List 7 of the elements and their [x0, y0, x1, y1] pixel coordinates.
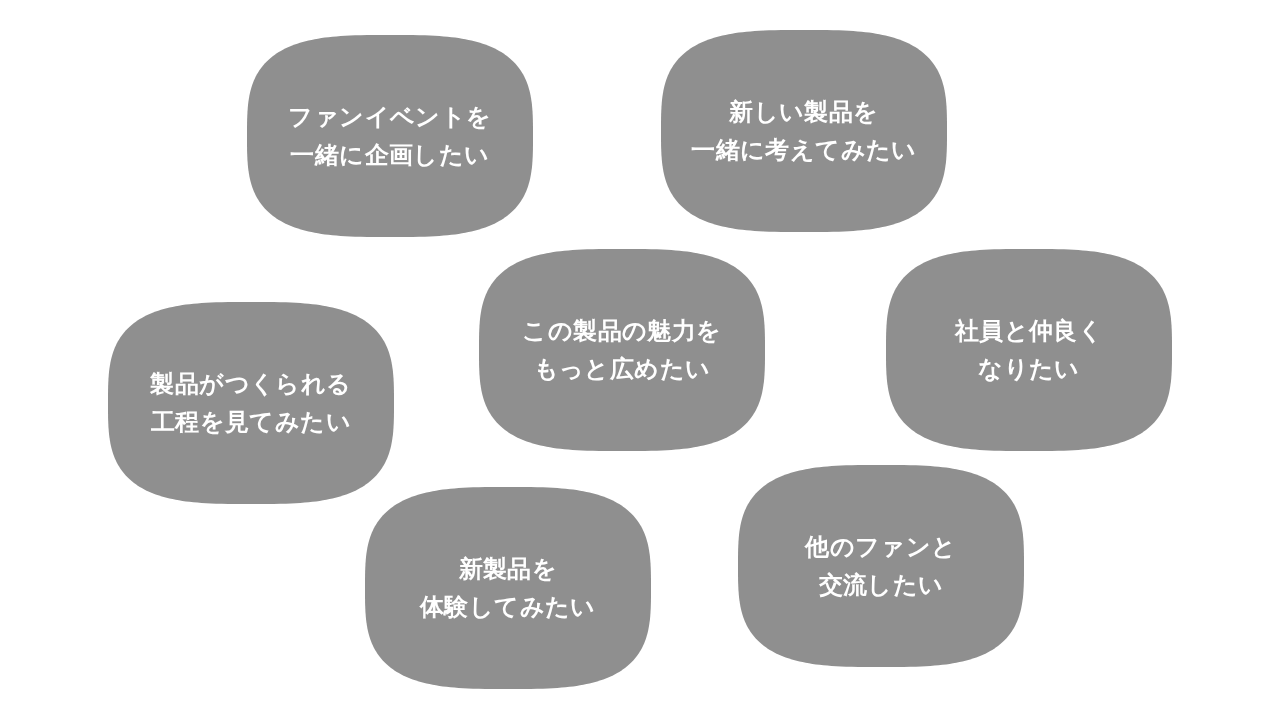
box-text: ファンイベントを一緒に企画したい — [288, 102, 492, 171]
box-text: この製品の魅力をもっと広めたい — [522, 316, 722, 385]
box-text: 新製品を体験してみたい — [420, 554, 596, 623]
box-text: 他のファンと交流したい — [805, 532, 957, 601]
box-text: 製品がつくられる工程を見てみたい — [150, 369, 352, 438]
box-text: 社員と仲良くなりたい — [954, 316, 1104, 385]
box-text: 新しい製品を一緒に考えてみたい — [691, 97, 917, 166]
